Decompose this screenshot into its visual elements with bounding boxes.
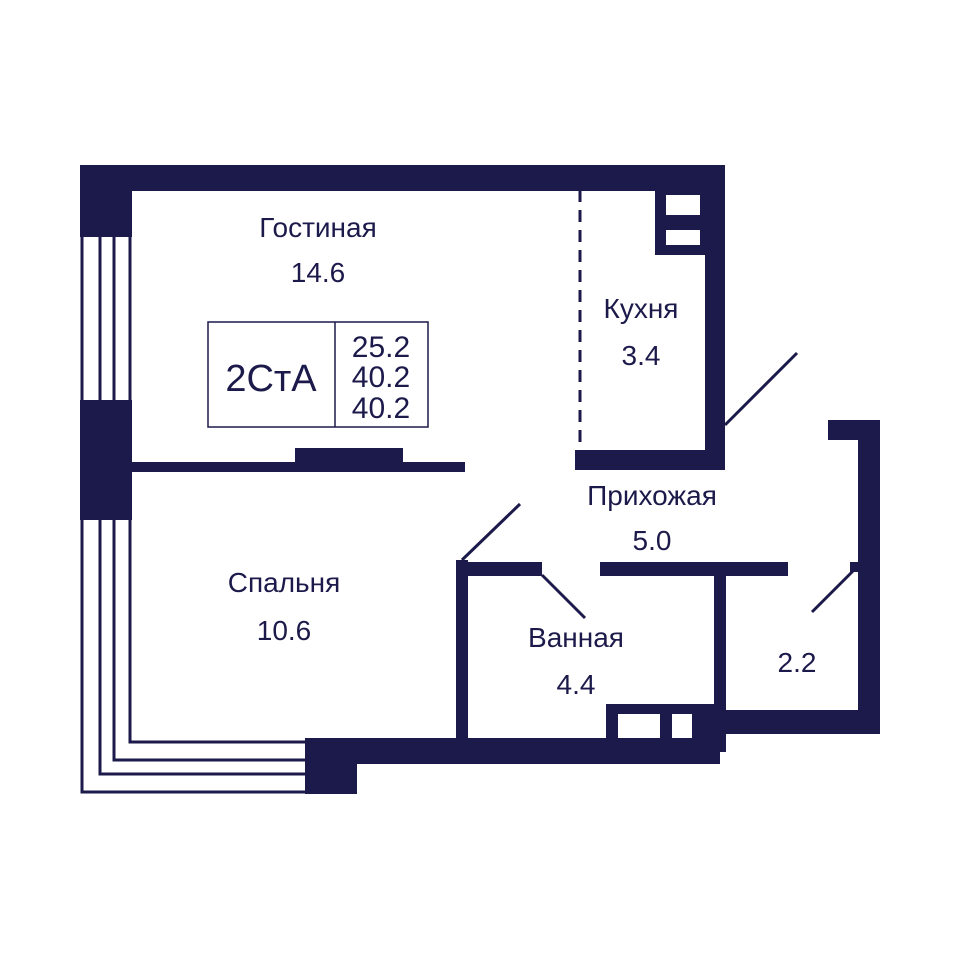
room-area-bathroom: 4.4	[557, 669, 596, 700]
wall-hall-bottom	[600, 562, 788, 576]
door-bedroom-swing	[460, 502, 522, 562]
window-lower-innermost	[128, 520, 305, 744]
window-lower-outer	[80, 520, 305, 794]
bath-fixture-right	[672, 714, 692, 738]
fixtures-openings	[618, 195, 700, 738]
labels: 2СтА 25.2 40.2 40.2 Гостиная 14.6 Кухня …	[225, 212, 816, 700]
room-name-bathroom: Ванная	[528, 622, 624, 653]
fridge-shelf-top	[666, 195, 700, 215]
room-name-hallway: Прихожая	[587, 480, 717, 511]
window-lower-inner	[112, 520, 305, 762]
wall-bathroom-top-left	[456, 562, 542, 576]
room-area-bedroom: 10.6	[257, 615, 312, 646]
fridge-shelf-bottom	[666, 230, 700, 245]
apartment-code-box	[207, 321, 429, 428]
area-total-adjusted: 40.2	[352, 392, 410, 425]
wall-storage-top	[828, 420, 880, 440]
room-area-kitchen: 3.4	[622, 340, 661, 371]
wall-storage-right	[858, 420, 880, 734]
wall-bathroom-left	[456, 560, 468, 750]
window-lower-mid	[98, 520, 305, 776]
room-area-hallway: 5.0	[633, 525, 672, 556]
room-name-kitchen: Кухня	[604, 293, 679, 324]
doors	[460, 190, 860, 620]
room-area-storage: 2.2	[778, 647, 817, 678]
room-area-living: 14.6	[291, 257, 346, 288]
windows	[80, 237, 305, 794]
door-bathroom-swing	[540, 573, 587, 620]
bath-fixture-left	[618, 714, 660, 738]
wall-right-kitchen	[705, 165, 725, 470]
wall-bathroom-storage	[714, 562, 726, 752]
wall-kitchen-bottom	[575, 450, 725, 470]
wall-bottom-corner	[305, 738, 357, 794]
wall-left-top-pier	[80, 165, 132, 237]
area-living-total: 25.2	[352, 331, 410, 364]
door-storage-swing	[810, 564, 860, 614]
walls	[80, 165, 880, 794]
wall-top	[80, 165, 725, 191]
wall-storage-bottom	[714, 710, 880, 734]
code-box-frame	[207, 321, 429, 428]
room-name-living: Гостиная	[259, 212, 377, 243]
wall-living-bedroom-thick	[295, 448, 403, 472]
room-name-bedroom: Спальня	[228, 567, 341, 598]
apartment-code: 2СтА	[225, 358, 317, 400]
area-total: 40.2	[352, 361, 410, 394]
wall-left-mid-pier	[80, 400, 132, 520]
door-entry-swing	[723, 351, 799, 427]
